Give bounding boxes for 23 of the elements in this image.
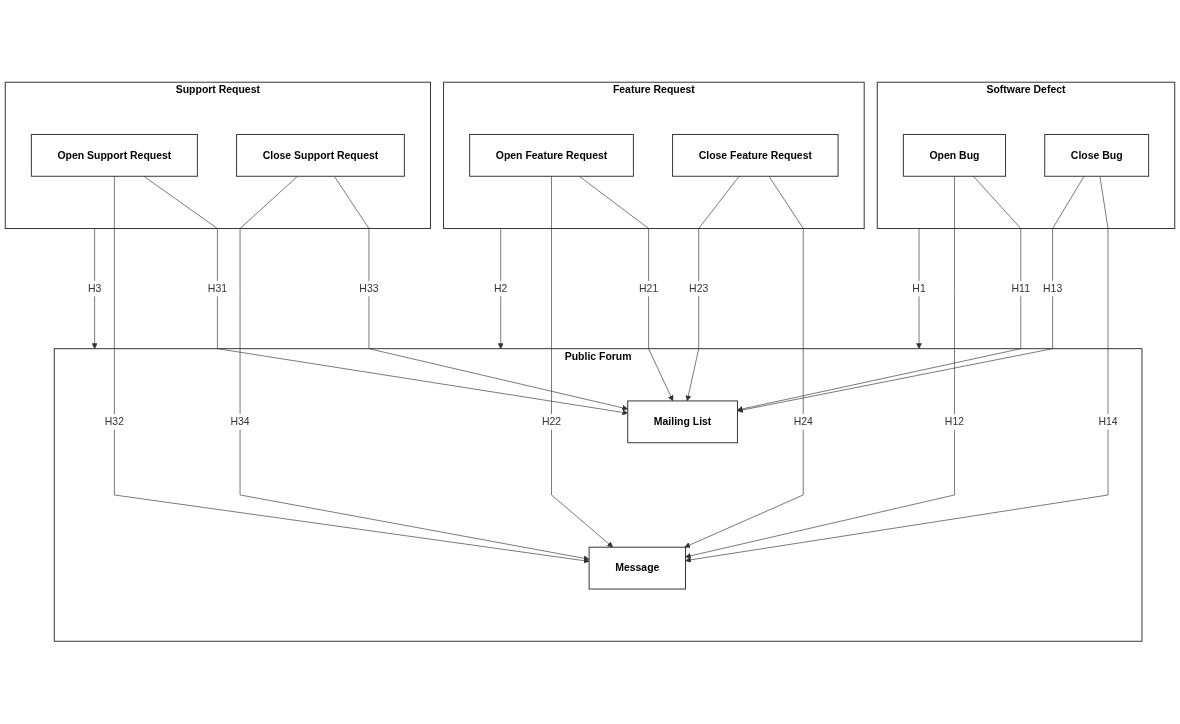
node-box: Close Support Request — [236, 134, 405, 177]
node-box: Open Bug — [902, 134, 1007, 177]
edge-label: H13 — [1043, 282, 1063, 295]
node-box: Open Feature Request — [469, 134, 634, 177]
edge-label: H24 — [793, 416, 813, 428]
edge-label: H22 — [541, 416, 562, 428]
edge-label: H34 — [230, 416, 250, 428]
node-box: Open Support Request — [30, 134, 198, 177]
edge-label: H33 — [359, 282, 379, 295]
node-box: Close Bug — [1044, 134, 1150, 177]
edge-label: H14 — [1098, 416, 1118, 428]
edge-label: H31 — [207, 282, 228, 295]
node-box: Mailing List — [627, 400, 738, 444]
edge-label: H11 — [1011, 282, 1030, 295]
node-box: Close Feature Request — [672, 134, 839, 177]
edge-label: H1 — [912, 282, 926, 295]
edge-label: H12 — [944, 416, 965, 428]
edge-label: H3 — [87, 282, 102, 295]
node-box: Message — [588, 547, 686, 590]
edge-label: H2 — [494, 282, 508, 295]
edge-label: H21 — [639, 282, 659, 295]
edge-label: H23 — [689, 282, 709, 295]
edge-label: H32 — [104, 416, 124, 428]
